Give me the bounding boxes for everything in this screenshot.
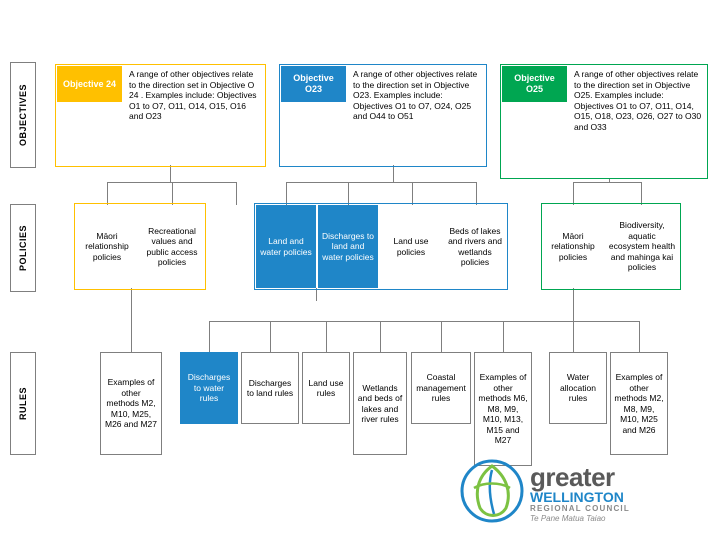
rule-discharges-to-water[interactable]: Discharges to water rules [180, 352, 238, 424]
objective-o24-text-box: A range of other objectives relate to th… [126, 66, 264, 165]
connector [476, 182, 477, 205]
policy-text: Biodiversity, aquatic ecosystem health a… [608, 220, 676, 273]
objective-o23-group [279, 64, 487, 167]
rule-text: Land use rules [308, 377, 344, 399]
policy-text: Māori relationship policies [551, 230, 595, 262]
connector [170, 165, 171, 182]
policy-land-and-water[interactable]: Land and water policies [256, 205, 316, 288]
connector [412, 182, 413, 205]
connector [641, 182, 642, 205]
rule-text: Examples of other methods M2, M10, M25, … [105, 377, 157, 430]
rule-water-allocation[interactable]: Water allocation rules [549, 352, 607, 424]
connector [348, 182, 349, 205]
connector [441, 321, 442, 352]
policy-text: Recreational values and public access po… [146, 225, 198, 268]
connector [236, 182, 237, 205]
objective-o23-title-box[interactable]: Objective O23 [281, 66, 346, 102]
objective-o23-text: A range of other objectives relate to th… [353, 69, 478, 121]
policy-discharges-to-land-and-water[interactable]: Discharges to land and water policies [318, 205, 378, 288]
connector [573, 321, 574, 352]
connector [107, 182, 236, 183]
objective-o23-text-box: A range of other objectives relate to th… [350, 66, 483, 165]
connector [639, 321, 640, 352]
rule-text: Examples of other methods M2, M8, M9, M1… [614, 372, 664, 435]
rule-text: Coastal management rules [416, 372, 466, 404]
rule-coastal-management[interactable]: Coastal management rules [411, 352, 471, 424]
connector [380, 321, 381, 352]
rule-text: Water allocation rules [560, 372, 596, 404]
connector [209, 321, 210, 352]
policy-beds-of-lakes-rivers-wetlands[interactable]: Beds of lakes and rivers and wetlands po… [444, 205, 506, 288]
connector [503, 321, 504, 352]
connector [393, 165, 394, 182]
connector [286, 182, 287, 205]
policy-recreational-values[interactable]: Recreational values and public access po… [140, 205, 204, 288]
connector [270, 321, 271, 352]
policy-text: Land and water policies [260, 236, 312, 257]
logo-greater-text: greater [530, 462, 615, 492]
connector [573, 182, 641, 183]
row-label-objectives: OBJECTIVES [10, 62, 36, 168]
rule-text: Wetlands and beds of lakes and river rul… [357, 382, 403, 425]
policy-group-blue [254, 203, 508, 290]
connector [573, 321, 639, 322]
connector [286, 182, 476, 183]
crest-icon [460, 459, 524, 523]
rule-other-methods-middle[interactable]: Examples of other methods M6, M8, M9, M1… [474, 352, 532, 466]
connector [107, 182, 108, 205]
objective-o25-group [500, 64, 708, 179]
objective-o25-text: A range of other objectives relate to th… [574, 69, 702, 132]
row-label-rules: RULES [10, 352, 36, 455]
rule-wetlands-beds-lakes-rivers[interactable]: Wetlands and beds of lakes and river rul… [353, 352, 407, 455]
objective-o24-title-box[interactable]: Objective 24 [57, 66, 122, 102]
rule-text: Discharges to land rules [246, 377, 294, 399]
policy-text: Beds of lakes and rivers and wetlands po… [448, 225, 502, 268]
connector [573, 288, 574, 321]
rule-discharges-to-land[interactable]: Discharges to land rules [241, 352, 299, 424]
policy-text: Māori relationship policies [85, 230, 129, 262]
objective-o25-title: Objective O25 [514, 73, 555, 94]
connector [172, 182, 173, 205]
connector [326, 321, 327, 352]
objective-o23-title: Objective O23 [293, 73, 334, 94]
row-label-policies-text: POLICIES [18, 224, 28, 271]
connector [209, 321, 573, 322]
logo-maori-name-text: Te Pane Matua Taiao [530, 514, 606, 523]
row-label-objectives-text: OBJECTIVES [18, 83, 28, 146]
rule-text: Examples of other methods M6, M8, M9, M1… [478, 372, 528, 446]
connector [316, 288, 317, 301]
row-label-rules-text: RULES [18, 386, 28, 420]
policy-text: Discharges to land and water policies [322, 230, 374, 262]
policy-biodiversity[interactable]: Biodiversity, aquatic ecosystem health a… [605, 205, 679, 288]
policy-group-yellow [74, 203, 206, 290]
policy-maori-relationship-right[interactable]: Māori relationship policies [543, 205, 603, 288]
rule-other-methods-right[interactable]: Examples of other methods M2, M8, M9, M1… [610, 352, 668, 455]
objective-o24-title: Objective 24 [62, 78, 117, 89]
connector [609, 178, 610, 182]
logo-wellington-text: WELLINGTON [530, 489, 624, 505]
logo-regional-council-text: REGIONAL COUNCIL [530, 504, 630, 513]
policy-group-green [541, 203, 681, 290]
connector [573, 182, 574, 205]
objective-o24-text: A range of other objectives relate to th… [129, 69, 257, 121]
objective-o24-group [55, 64, 266, 167]
connector [131, 288, 132, 321]
objective-o25-title-box[interactable]: Objective O25 [502, 66, 567, 102]
policy-land-use[interactable]: Land use policies [380, 205, 442, 288]
greater-wellington-logo: greater WELLINGTON REGIONAL COUNCIL Te P… [460, 456, 710, 532]
policy-text: Land use policies [393, 236, 429, 257]
rule-land-use[interactable]: Land use rules [302, 352, 350, 424]
rule-other-methods-left[interactable]: Examples of other methods M2, M10, M25, … [100, 352, 162, 455]
policy-maori-relationship-left[interactable]: Māori relationship policies [76, 205, 138, 288]
row-label-policies: POLICIES [10, 204, 36, 292]
rule-text: Discharges to water rules [187, 372, 231, 404]
connector [131, 321, 132, 352]
objective-o25-text-box: A range of other objectives relate to th… [571, 66, 706, 178]
